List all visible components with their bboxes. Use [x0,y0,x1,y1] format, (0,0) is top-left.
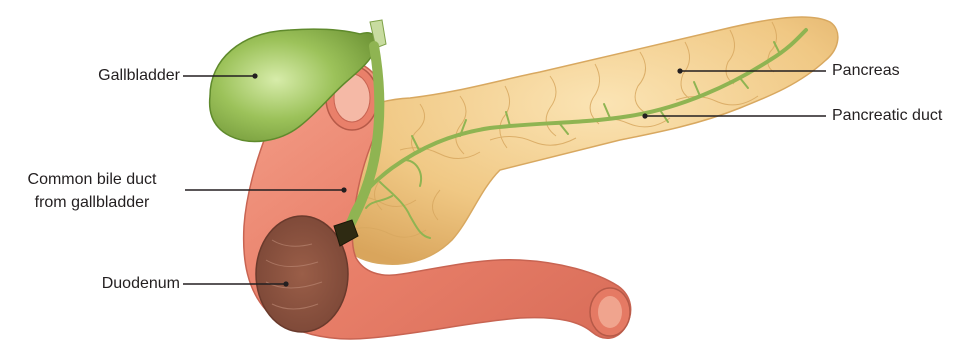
label-gallbladder: Gallbladder [40,66,180,86]
duodenum-lumen [256,216,348,332]
label-pancreatic-duct: Pancreatic duct [832,106,942,126]
label-duodenum: Duodenum [40,274,180,294]
label-pancreas: Pancreas [832,61,900,81]
label-common-bile-duct-line1: Common bile duct [2,170,182,190]
label-common-bile-duct-line2: from gallbladder [2,193,182,213]
pancreas-shape [316,17,838,264]
